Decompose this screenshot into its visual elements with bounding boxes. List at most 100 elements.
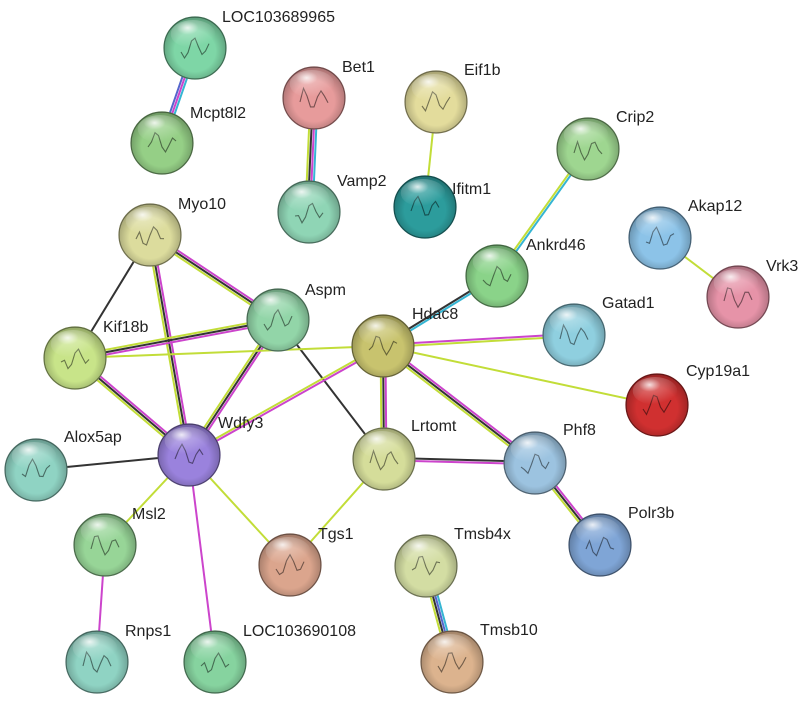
node-label: Phf8 xyxy=(563,422,596,439)
node-label: Polr3b xyxy=(628,505,674,522)
edge-strand-textmining xyxy=(74,345,384,359)
node-label: Lrtomt xyxy=(411,418,457,435)
node-msl2[interactable]: Msl2 xyxy=(73,506,166,577)
node-sphere-highlight xyxy=(72,634,118,662)
node-sphere-highlight xyxy=(358,318,404,346)
node-sphere-highlight xyxy=(359,431,405,459)
node-label: Tmsb4x xyxy=(454,526,511,543)
node-tmsb4x[interactable]: Tmsb4x xyxy=(394,526,511,598)
node-sphere-highlight xyxy=(635,210,681,238)
node-cyp19a1[interactable]: Cyp19a1 xyxy=(625,363,750,437)
node-sphere-highlight xyxy=(563,121,609,149)
node-tgs1[interactable]: Tgs1 xyxy=(258,526,354,597)
node-alox5ap[interactable]: Alox5ap xyxy=(4,429,122,502)
node-vamp2[interactable]: Vamp2 xyxy=(277,173,387,244)
node-label: Hdac8 xyxy=(412,306,458,323)
edge-strand-textmining xyxy=(73,316,279,357)
node-tmsb10[interactable]: Tmsb10 xyxy=(420,622,538,694)
protein-structure-icon xyxy=(585,536,615,557)
node-sphere-highlight xyxy=(549,307,595,335)
node-label: Aspm xyxy=(305,282,346,299)
edge-hdac8-wdfy3[interactable] xyxy=(187,343,385,458)
node-label: Bet1 xyxy=(342,59,375,76)
edge-wdfy3-loc103690108[interactable] xyxy=(188,454,216,663)
edge-hdac8-kif18b[interactable] xyxy=(74,345,384,359)
node-loc103690108[interactable]: LOC103690108 xyxy=(183,623,356,694)
node-sphere-highlight xyxy=(575,517,621,545)
node-vrk3[interactable]: Vrk3 xyxy=(706,258,798,329)
edge-hdac8-gatad1[interactable] xyxy=(381,332,576,349)
node-label: Alox5ap xyxy=(64,429,122,446)
edge-strand-experiments xyxy=(151,233,193,456)
node-label: Vamp2 xyxy=(337,173,387,190)
node-label: Eif1b xyxy=(464,62,501,79)
node-akap12[interactable]: Akap12 xyxy=(628,198,742,270)
node-polr3b[interactable]: Polr3b xyxy=(568,505,674,577)
edge-strand-experiments xyxy=(383,343,538,463)
edge-strand-textmining xyxy=(146,234,188,457)
node-sphere-highlight xyxy=(11,442,57,470)
node-sphere-highlight xyxy=(50,330,96,358)
edge-strand-experiments xyxy=(188,346,385,458)
node-label: Akap12 xyxy=(688,198,742,215)
node-sphere-highlight xyxy=(80,517,126,545)
node-label: Crip2 xyxy=(616,109,654,126)
node-sphere-highlight xyxy=(125,207,171,235)
node-wdfy3[interactable]: Wdfy3 xyxy=(157,415,263,487)
node-aspm[interactable]: Aspm xyxy=(246,282,346,352)
edge-strand-experiments xyxy=(381,332,575,346)
edge-myo10-wdfy3[interactable] xyxy=(146,233,193,457)
node-label: Wdfy3 xyxy=(218,415,263,432)
edge-strand-coexpression xyxy=(382,345,536,464)
node-sphere-highlight xyxy=(411,74,457,102)
node-sphere-highlight xyxy=(289,70,335,98)
node-sphere-highlight xyxy=(472,248,518,276)
node-label: Tmsb10 xyxy=(480,622,538,639)
node-eif1b[interactable]: Eif1b xyxy=(404,62,501,134)
node-sphere-highlight xyxy=(265,537,311,565)
edge-strand-experiments xyxy=(188,454,216,663)
node-crip2[interactable]: Crip2 xyxy=(556,109,654,181)
node-sphere-highlight xyxy=(427,634,473,662)
protein-structure-icon xyxy=(135,225,165,246)
node-ankrd46[interactable]: Ankrd46 xyxy=(465,237,586,308)
node-label: Rnps1 xyxy=(125,623,171,640)
node-label: LOC103690108 xyxy=(243,623,356,640)
node-loc103689965[interactable]: LOC103689965 xyxy=(163,9,335,80)
node-rnps1[interactable]: Rnps1 xyxy=(65,623,171,694)
node-label: Ankrd46 xyxy=(526,237,586,254)
node-label: Vrk3 xyxy=(766,258,798,275)
node-kif18b[interactable]: Kif18b xyxy=(43,319,148,390)
node-sphere-highlight xyxy=(190,634,236,662)
node-phf8[interactable]: Phf8 xyxy=(503,422,596,495)
node-sphere-highlight xyxy=(170,20,216,48)
edge-strand-textmining xyxy=(382,345,658,406)
node-label: Mcpt8l2 xyxy=(190,105,246,122)
node-label: Gatad1 xyxy=(602,295,655,312)
node-sphere-highlight xyxy=(400,179,446,207)
node-sphere-highlight xyxy=(137,115,183,143)
node-hdac8[interactable]: Hdac8 xyxy=(351,306,458,378)
node-sphere-highlight xyxy=(284,184,330,212)
node-sphere-highlight xyxy=(510,435,556,463)
node-label: Tgs1 xyxy=(318,526,354,543)
edge-strand-coexpression xyxy=(149,234,190,456)
node-label: LOC103689965 xyxy=(222,9,335,26)
node-ifitm1[interactable]: Ifitm1 xyxy=(393,175,491,239)
edge-hdac8-cyp19a1[interactable] xyxy=(382,345,658,406)
edge-strand-textmining xyxy=(187,343,384,455)
node-sphere-highlight xyxy=(632,377,678,405)
node-myo10[interactable]: Myo10 xyxy=(118,196,226,267)
edge-strand-textmining xyxy=(380,346,535,466)
node-mcpt8l2[interactable]: Mcpt8l2 xyxy=(130,105,246,175)
node-lrtomt[interactable]: Lrtomt xyxy=(352,418,457,491)
node-bet1[interactable]: Bet1 xyxy=(282,59,375,130)
edge-aspm-kif18b[interactable] xyxy=(73,316,280,362)
node-sphere-highlight xyxy=(253,292,299,320)
edge-hdac8-phf8[interactable] xyxy=(380,343,538,466)
node-sphere-highlight xyxy=(713,269,759,297)
node-label: Cyp19a1 xyxy=(686,363,750,380)
edge-strand-coexpression xyxy=(74,319,279,359)
node-gatad1[interactable]: Gatad1 xyxy=(542,295,655,367)
